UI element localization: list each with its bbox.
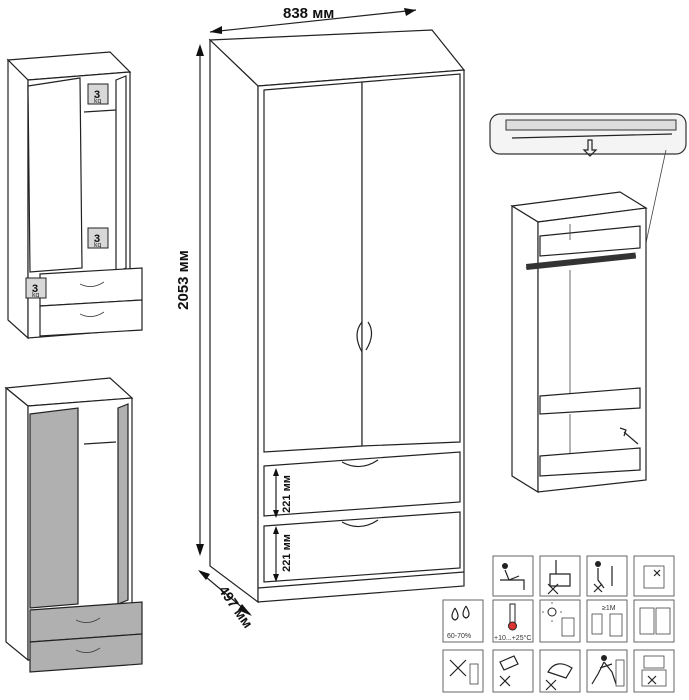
weight-tag-top: 3 kg <box>87 83 109 105</box>
do-not-lean-icon <box>539 555 581 597</box>
humidity-icon: 60-70% <box>442 599 484 643</box>
drawer-handle <box>341 459 379 468</box>
height-dimension: 2053 мм <box>175 44 204 556</box>
drawer-bottom-label: 221 мм <box>281 534 293 572</box>
svg-text:kg: kg <box>94 98 102 105</box>
width-dimension: 838 мм <box>209 5 417 34</box>
weight-tag-middle: 3 kg <box>87 227 109 249</box>
svg-text:3: 3 <box>94 233 100 245</box>
no-cleaning-chemicals-icon <box>492 649 534 693</box>
open-wardrobe-weight-view: 3 kg 3 kg 3 kg <box>6 51 143 340</box>
temperature-icon: +10...+25°C <box>492 599 534 643</box>
svg-text:3: 3 <box>94 89 100 101</box>
svg-text:60-70%: 60-70% <box>447 633 471 640</box>
no-hinge-tamper-icon <box>633 555 675 597</box>
keep-distance-heater-icon: ≥1M <box>586 599 628 643</box>
svg-text:kg: kg <box>94 242 102 249</box>
drawer-bottom <box>263 511 461 583</box>
level-install-icon <box>633 599 675 643</box>
width-label: 838 мм <box>283 5 334 22</box>
svg-text:≥1M: ≥1M <box>602 605 616 612</box>
drawer-top-label: 221 мм <box>281 475 293 513</box>
hanging-rail-detail <box>489 113 687 253</box>
main-wardrobe <box>208 29 466 604</box>
wall-mount-icon <box>586 649 628 693</box>
no-water-icon <box>442 649 484 693</box>
no-heavy-load-icon <box>586 555 628 597</box>
svg-text:+10...+25°C: +10...+25°C <box>494 634 531 642</box>
no-tv-on-top-icon <box>633 649 675 693</box>
door-handle <box>356 321 363 353</box>
svg-text:3: 3 <box>32 283 38 295</box>
right-door <box>361 73 461 447</box>
left-door <box>263 81 363 453</box>
drawer-top <box>263 451 461 517</box>
height-label: 2053 мм <box>175 250 192 310</box>
wardrobe-interior-view <box>510 191 648 494</box>
weight-tag-bottom: 3 kg <box>25 277 47 299</box>
no-hanging-icon <box>539 649 581 693</box>
open-wardrobe-gray-view <box>4 377 143 673</box>
care-icons-grid: 60-70% +10...+25°C ≥1M <box>442 555 675 693</box>
svg-text:kg: kg <box>32 292 40 299</box>
drawer-dimensions: 221 мм 221 мм <box>273 468 293 582</box>
no-direct-sun-icon <box>539 599 581 643</box>
do-not-climb-icon <box>492 555 534 597</box>
